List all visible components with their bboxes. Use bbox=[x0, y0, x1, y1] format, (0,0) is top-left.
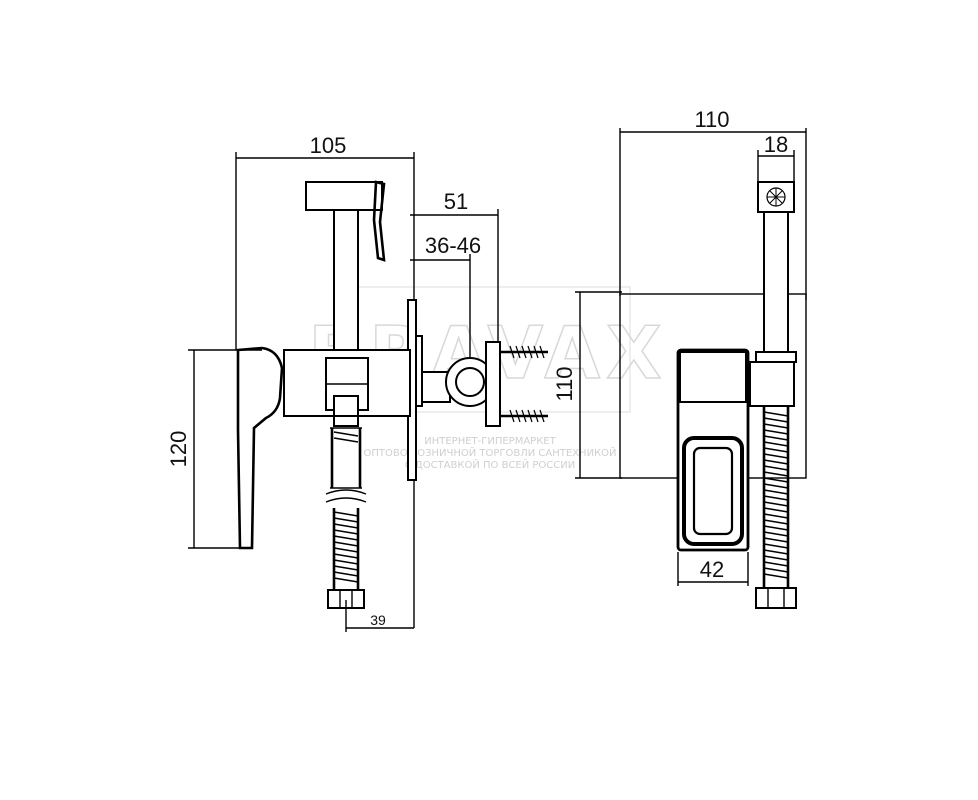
watermark-line-1: ИНТЕРНЕТ-ГИПЕРМАРКЕТ bbox=[424, 436, 556, 447]
dimension-wall-range: 36-46 bbox=[410, 233, 481, 360]
side-view: 105 51 36-46 120 bbox=[166, 133, 548, 632]
dim-front-height-label: 110 bbox=[552, 366, 577, 401]
hose-front bbox=[755, 406, 797, 609]
mixer-body-side bbox=[283, 349, 411, 417]
dim-front-total-width-label: 110 bbox=[694, 107, 729, 132]
mixer-body-front bbox=[676, 348, 750, 552]
wall-bracket-side bbox=[421, 341, 548, 427]
dim-hose-width-label: 18 bbox=[764, 132, 788, 157]
dimension-front-height: 110 bbox=[552, 291, 622, 479]
dim-pipe-offset-label: 39 bbox=[370, 612, 386, 628]
front-view: 110 18 110 bbox=[552, 107, 807, 609]
dimension-front-total-width: 110 bbox=[619, 107, 807, 300]
shower-holder-front bbox=[749, 361, 795, 407]
hose-side bbox=[325, 415, 367, 609]
dimension-side-height: 120 bbox=[166, 349, 262, 549]
dimension-body-width: 42 bbox=[677, 552, 749, 586]
dimension-pipe-offset: 39 bbox=[345, 600, 414, 632]
dim-body-width-label: 42 bbox=[700, 557, 724, 582]
dim-bracket-depth-label: 51 bbox=[444, 189, 468, 214]
lever-handle bbox=[236, 346, 284, 550]
dimension-bracket-depth: 51 bbox=[410, 189, 499, 345]
dimension-side-total-width: 105 bbox=[235, 133, 415, 350]
watermark-line-2: ОПТОВО-РОЗНИЧНОЙ ТОРГОВЛИ САНТЕХНИКОЙ bbox=[363, 446, 616, 459]
dim-side-height-label: 120 bbox=[166, 431, 191, 468]
dim-wall-range-label: 36-46 bbox=[425, 233, 481, 258]
watermark-line-3: С ДОСТАВКОЙ ПО ВСЕЙ РОССИИ bbox=[405, 458, 575, 471]
dimension-hose-width: 18 bbox=[757, 132, 795, 182]
hand-shower-front bbox=[755, 181, 797, 363]
dim-side-total-width-label: 105 bbox=[310, 133, 347, 158]
